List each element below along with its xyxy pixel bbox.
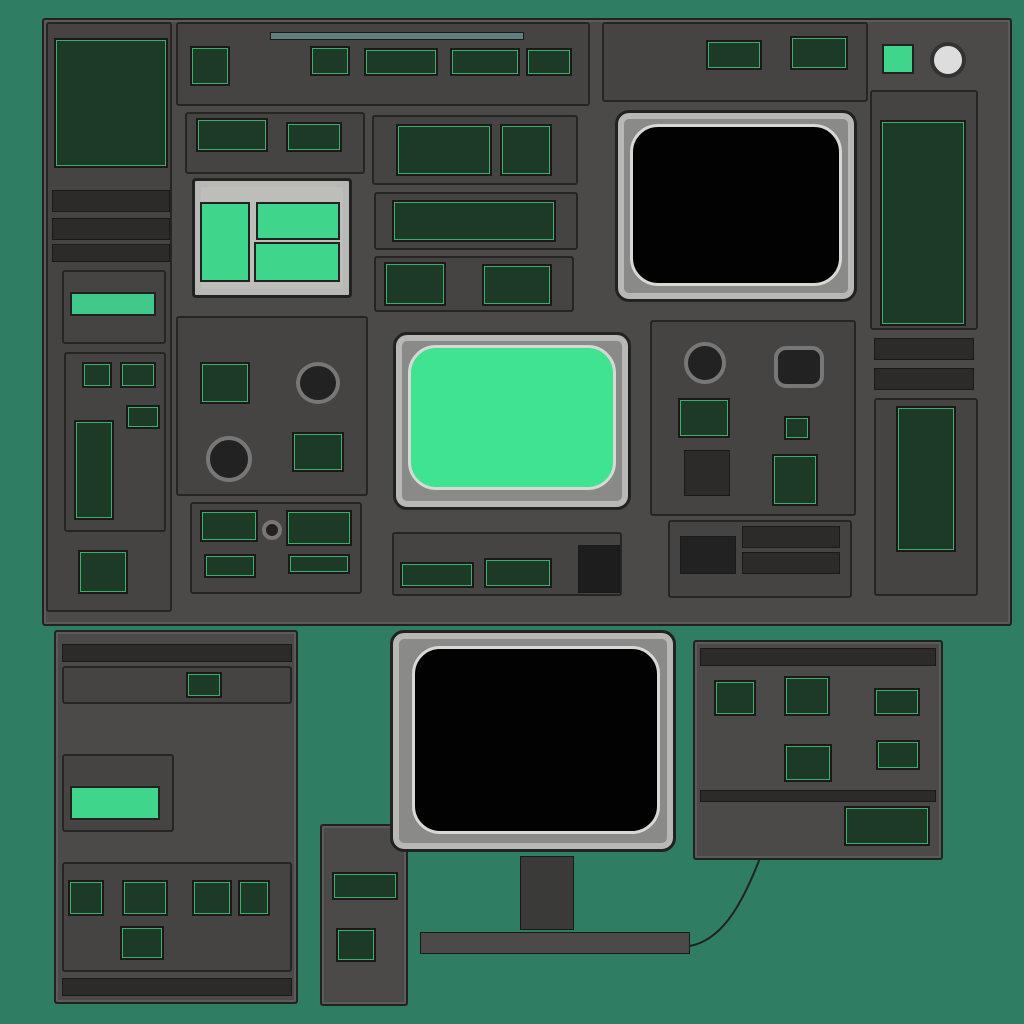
readout — [678, 398, 730, 438]
top-left-display — [54, 38, 168, 168]
monitor-stand-base — [420, 932, 690, 954]
dial-knob[interactable] — [930, 42, 966, 78]
readout — [186, 672, 222, 698]
readout — [190, 46, 230, 86]
dial-knob[interactable] — [206, 436, 252, 482]
control-strip — [700, 648, 936, 666]
readout — [200, 362, 250, 404]
tall-display — [74, 420, 114, 520]
control-strip — [874, 338, 974, 360]
drive-bay — [700, 790, 936, 802]
readout — [200, 510, 258, 542]
module — [62, 666, 292, 704]
readout — [332, 872, 398, 900]
control-strip — [62, 978, 292, 996]
status-display — [70, 292, 156, 316]
rack-display — [500, 124, 552, 176]
monitor-stand-neck — [520, 856, 574, 930]
camera-lens — [774, 346, 824, 388]
rack-display — [482, 264, 552, 306]
readout — [714, 680, 756, 716]
rack-display — [392, 200, 556, 242]
readout — [876, 740, 920, 770]
split-display-right-top — [256, 202, 340, 240]
switch-box[interactable] — [578, 545, 620, 593]
readout — [286, 510, 352, 546]
readout — [874, 688, 920, 716]
control-strip — [62, 644, 292, 662]
control-strip — [874, 368, 974, 390]
readout — [790, 36, 848, 70]
readout — [192, 880, 232, 916]
readout — [292, 432, 344, 472]
readout — [784, 744, 832, 782]
readout — [784, 676, 830, 716]
small-display — [120, 362, 156, 388]
readout — [196, 118, 268, 152]
control-strip — [52, 218, 170, 240]
readout — [400, 562, 474, 588]
small-tower — [320, 824, 408, 1006]
button-knob[interactable] — [262, 520, 282, 540]
readout — [122, 880, 168, 916]
readout — [706, 40, 762, 70]
readout — [204, 554, 256, 578]
data-column-display — [896, 406, 956, 552]
readout — [526, 48, 572, 76]
module — [62, 862, 292, 972]
small-display — [78, 550, 128, 594]
control-strip — [52, 190, 170, 212]
readout — [336, 928, 376, 962]
indicator-bar — [270, 32, 524, 40]
readout — [288, 554, 350, 574]
switch-box[interactable] — [680, 536, 736, 574]
dial-knob[interactable] — [296, 362, 340, 404]
readout — [784, 416, 810, 440]
bottom-monitor-screen — [412, 646, 660, 834]
black-monitor-screen — [630, 124, 842, 286]
readout — [68, 880, 104, 916]
split-display-right-bottom — [254, 242, 340, 282]
readout — [364, 48, 438, 76]
readout — [484, 558, 552, 588]
data-column-display — [880, 120, 966, 326]
small-display — [82, 362, 112, 388]
readout — [450, 48, 520, 76]
green-monitor-screen — [408, 345, 616, 490]
panel-slot — [684, 450, 730, 496]
readout — [310, 46, 350, 76]
readout — [772, 454, 818, 506]
readout — [844, 806, 930, 846]
readout — [120, 926, 164, 960]
indicator-light — [882, 44, 914, 74]
small-display — [126, 405, 160, 429]
rack-display — [384, 262, 446, 306]
drive-bay — [742, 552, 840, 574]
control-strip — [52, 244, 170, 262]
readout — [238, 880, 270, 916]
status-display — [70, 786, 160, 820]
cable — [689, 857, 761, 947]
rack-display — [396, 124, 492, 176]
camera-lens — [684, 342, 726, 384]
split-display-left — [200, 202, 250, 282]
drive-bay — [742, 526, 840, 548]
readout — [286, 122, 342, 152]
